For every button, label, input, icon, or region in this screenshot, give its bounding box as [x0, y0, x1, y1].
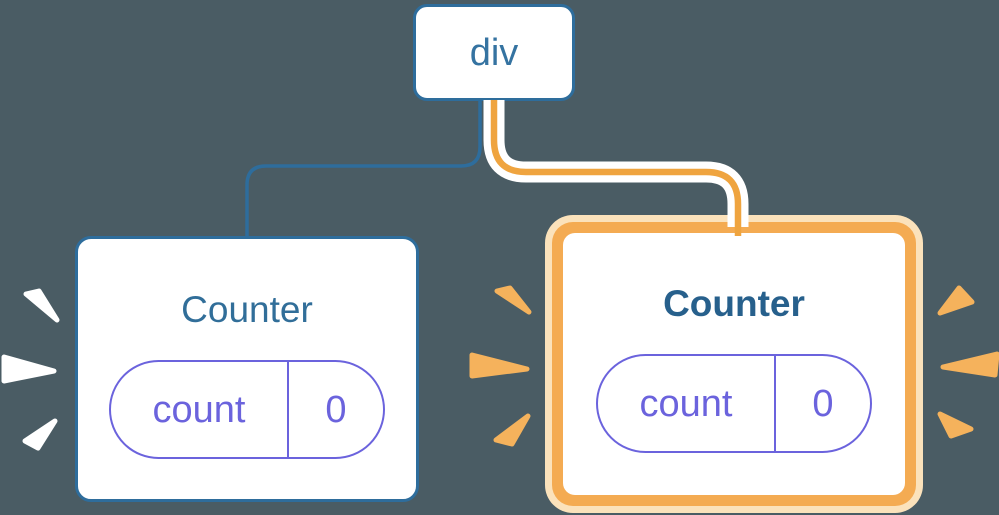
state-value-cell: 0	[287, 362, 383, 457]
edge-root-to-right-counter-casing	[483, 100, 749, 227]
root-node: div	[413, 4, 575, 101]
burst-spark-icon	[23, 288, 60, 323]
state-value: 0	[325, 388, 347, 431]
burst-spark-group-left	[1, 288, 60, 451]
burst-spark-icon	[494, 285, 532, 315]
state-key: count	[152, 388, 246, 431]
state-value-cell: 0	[774, 356, 870, 451]
burst-spark-icon	[937, 411, 974, 439]
state-key-cell: count	[598, 356, 774, 451]
burst-spark-icon	[469, 352, 530, 379]
counter-card-left: Counter count 0	[75, 236, 419, 502]
burst-spark-icon	[937, 285, 975, 316]
burst-spark-icon	[1, 354, 57, 384]
counter-card-right-border: Counter count 0	[552, 222, 916, 506]
burst-spark-group-middle	[469, 285, 532, 447]
state-key-cell: count	[111, 362, 287, 457]
counter-title: Counter	[181, 289, 313, 330]
burst-spark-icon	[940, 351, 999, 378]
burst-spark-group-right	[937, 285, 999, 439]
state-pill: count 0	[109, 360, 385, 459]
burst-spark-icon	[493, 413, 531, 447]
edge-root-to-left-counter	[245, 100, 482, 237]
counter-title: Counter	[663, 283, 805, 324]
root-node-label: div	[469, 31, 519, 74]
state-value: 0	[812, 382, 834, 425]
counter-card-right: Counter count 0	[563, 233, 905, 495]
counter-card-right-halo: Counter count 0	[545, 215, 923, 513]
burst-spark-icon	[22, 418, 58, 451]
state-pill: count 0	[596, 354, 872, 453]
state-key: count	[639, 382, 733, 425]
